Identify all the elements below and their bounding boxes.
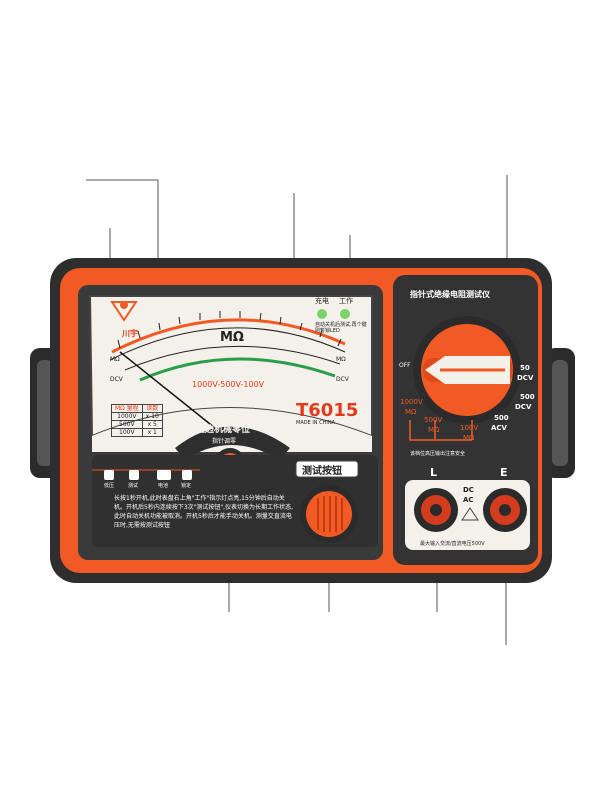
switch-off-label[interactable]: OFF [399,362,411,369]
bottom-icon-label-1: 低压 [104,483,115,489]
switch-500v-label[interactable]: 500V [424,416,443,424]
test-button-knob[interactable] [300,485,358,543]
dial-right-dcv: DCV [336,376,349,383]
terminal-e-jack[interactable] [483,488,527,532]
indicator-note: 自动关机后测试,再个键则暂锁LED [315,322,367,334]
operating-instructions: 长按1秒开机,此时表盘右上角"工作"指示灯点亮,15分钟后自动关机。开机后5秒内… [114,495,293,529]
range-selector-switch[interactable] [413,316,521,424]
dc-label: DC [463,486,474,494]
switch-500acv-label[interactable]: 500 [494,414,509,422]
switch-dcv-label: DCV [517,374,534,382]
terminal-l-label: L [430,466,438,479]
switch-50-label[interactable]: 50 [520,364,530,372]
made-in-label: MADE IN CHINA [296,420,336,426]
ac-label: AC [463,496,474,504]
zero-adjust-knob[interactable] [214,448,246,480]
switch-1000v-unit: MΩ [405,408,417,416]
bottom-icon-label-4: 锁定 [181,483,192,489]
brand-logo: 川宇 [122,329,138,338]
work-indicator-label: 工作 [339,297,353,305]
switch-500dcv-unit: DCV [515,403,532,411]
switch-500acv-unit: ACV [491,424,507,432]
dial-right-unit: MΩ [336,356,346,363]
bottom-icon-label-2: 测试 [128,483,139,489]
dial-left-unit: MΩ [110,356,120,363]
dial-left-dcv: DCV [110,376,123,383]
right-panel-title: 指针式绝缘电阻测试仪 [410,290,490,299]
terminal-e-label: E [500,466,508,479]
terminal-l-jack[interactable] [414,488,458,532]
charge-indicator-label: 充电 [315,297,329,305]
model-number: T6015 [296,400,359,421]
max-input-label: 最大输入交流/直流电压500V [420,541,485,547]
bottom-icon-label-3: 电池 [158,483,169,489]
zero-adjust-label: 左边机械零位 [196,425,251,435]
dial-range-label: 1000V-500V-100V [192,380,265,389]
zero-adjust-sub: 指针调零 [212,438,237,445]
switch-100v-unit: MΩ [463,434,475,442]
high-voltage-warning: 该档位高压输出注意安全 [410,451,466,457]
switch-500dcv-label[interactable]: 500 [520,393,535,401]
switch-500v-unit: MΩ [428,426,440,434]
test-button-label: 测试按钮 [302,466,342,477]
switch-1000v-label[interactable]: 1000V [400,398,423,406]
dial-unit: MΩ [220,330,244,345]
switch-100v-label[interactable]: 100V [460,424,479,432]
